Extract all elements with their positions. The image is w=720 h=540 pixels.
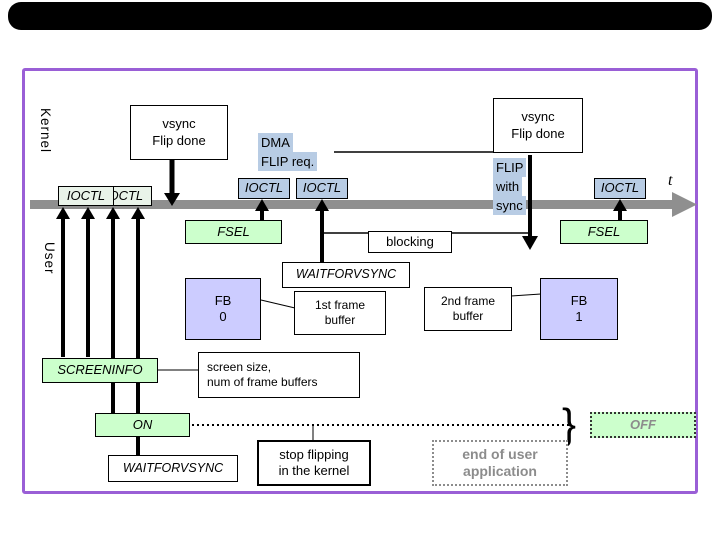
stop-flipping-box: stop flipping in the kernel bbox=[257, 440, 371, 486]
flip-with-sync-label: FLIP with sync bbox=[493, 158, 527, 215]
ioctl-mid-box-2: IOCTL bbox=[296, 178, 348, 199]
waitforvsync-bottom-box: WAITFORVSYNC bbox=[108, 455, 238, 482]
ioctl-left-box-1: IOCTL bbox=[58, 186, 114, 206]
flip-label: FLIP bbox=[493, 158, 527, 177]
dma-label: DMA bbox=[258, 133, 293, 152]
ioctl-mid-box-1: IOCTL bbox=[238, 178, 290, 199]
screeninfo-box: SCREENINFO bbox=[42, 358, 158, 383]
screen-size-note-box: screen size, num of frame buffers bbox=[198, 352, 360, 398]
with-label: with bbox=[493, 177, 523, 196]
framebuffer-1-box: FB 1 bbox=[540, 278, 618, 340]
second-frame-buffer-box: 2nd frame buffer bbox=[424, 287, 512, 331]
user-lane-label: User bbox=[42, 242, 57, 275]
top-black-bar bbox=[8, 2, 712, 30]
blocking-box: blocking bbox=[368, 231, 452, 253]
fsel-right-box: FSEL bbox=[560, 220, 648, 244]
on-box: ON bbox=[95, 413, 190, 437]
flip-req-label: FLIP req. bbox=[258, 152, 318, 171]
time-axis-label: t bbox=[668, 172, 673, 189]
vsync-flip-done-left-box: vsync Flip done bbox=[130, 105, 228, 160]
ioctl-right-box: IOCTL bbox=[594, 178, 646, 199]
fsel-left-box: FSEL bbox=[185, 220, 282, 244]
kernel-lane-label: Kernel bbox=[38, 108, 53, 154]
brace-glyph: } bbox=[562, 400, 577, 447]
vsync-flip-done-right-box: vsync Flip done bbox=[493, 98, 583, 153]
off-box: OFF bbox=[590, 412, 696, 438]
waitforvsync-top-box: WAITFORVSYNC bbox=[282, 262, 410, 288]
sync-label: sync bbox=[493, 196, 526, 215]
dma-flip-req-label: DMA FLIP req. bbox=[258, 133, 318, 171]
first-frame-buffer-box: 1st frame buffer bbox=[294, 291, 386, 335]
end-of-user-application-box: end of user application bbox=[432, 440, 568, 486]
framebuffer-0-box: FB 0 bbox=[185, 278, 261, 340]
